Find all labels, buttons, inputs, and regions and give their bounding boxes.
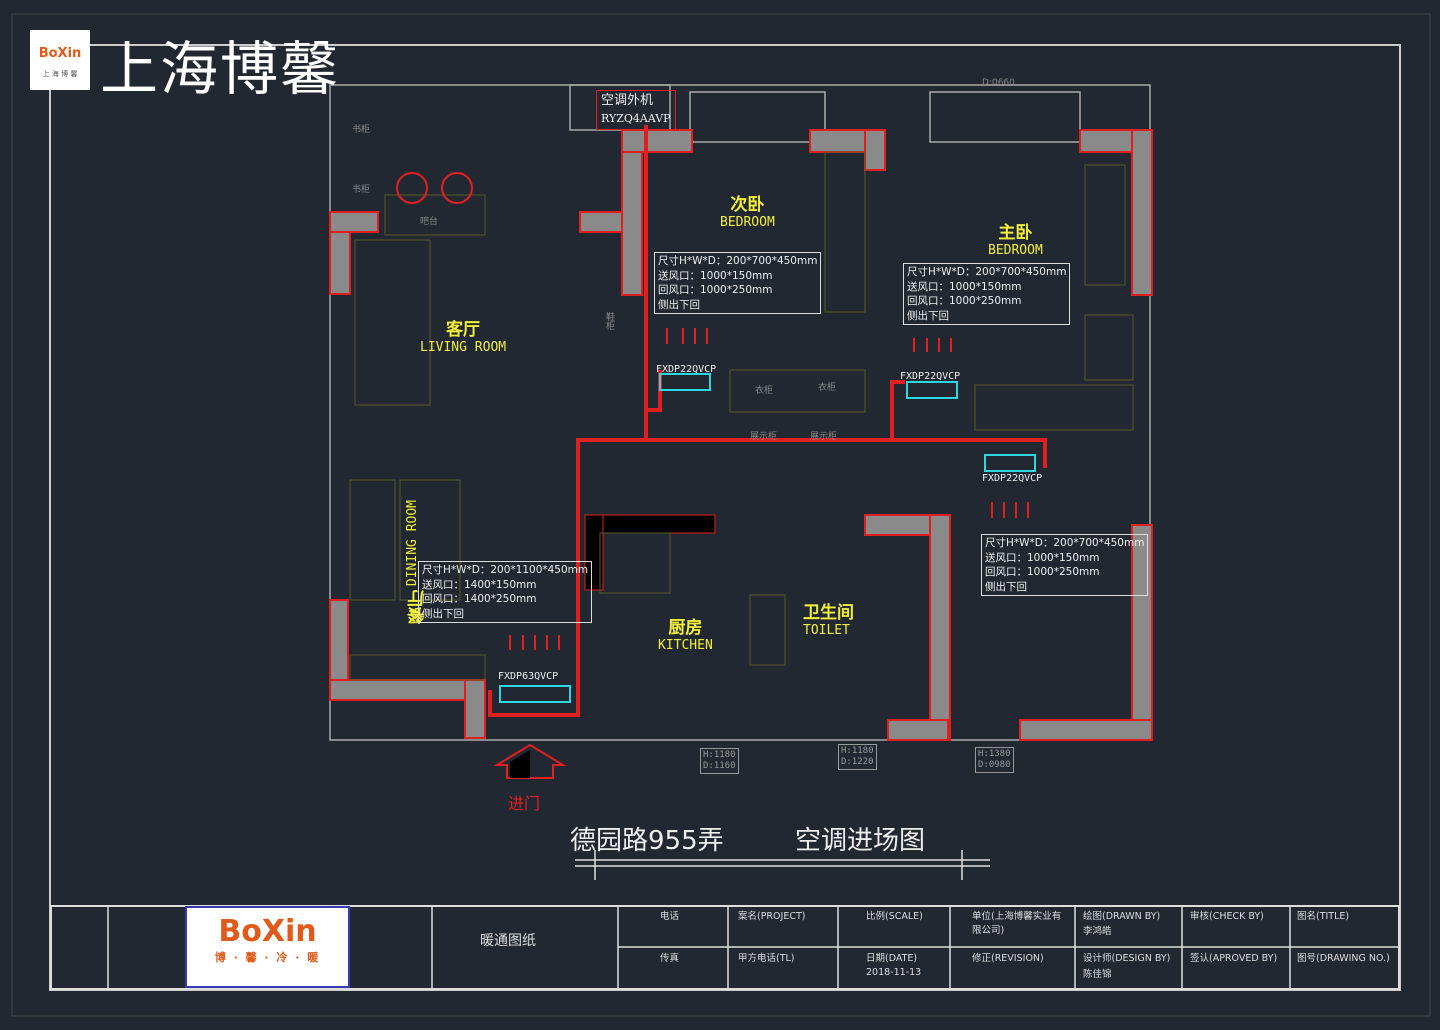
spec-supply: 送风口：1400*150mm: [422, 578, 537, 591]
outdoor-unit-title: 空调外机: [601, 93, 654, 108]
title-block-logo: BoXin 博 · 馨 · 冷 · 暖: [185, 906, 350, 988]
room-cn: 厨房: [668, 618, 703, 638]
furniture-label: 衣柜: [755, 386, 774, 396]
drawing-name: 空调进场图: [795, 826, 926, 856]
spec-box-master-bedroom: 尺寸H*W*D：200*700*450mm 送风口：1000*150mm 回风口：1…: [903, 263, 1071, 325]
drawing-type: 暖通图纸: [480, 933, 536, 949]
tb-scale: 比例(SCALE): [866, 911, 923, 922]
tag-d: D:1220: [841, 757, 874, 767]
room-en: BEDROOM: [988, 243, 1043, 258]
brand-name: 上海博馨: [100, 35, 341, 103]
spec-mode: 侧出下回: [658, 298, 700, 311]
spec-size: 尺寸H*W*D：200*700*450mm: [985, 537, 1145, 549]
spec-size: 尺寸H*W*D：200*700*450mm: [907, 266, 1067, 278]
tb-approved-by: 签认(APROVED BY): [1190, 953, 1278, 964]
spec-supply: 送风口：1000*150mm: [658, 269, 773, 282]
tb-phone: 电话: [660, 911, 680, 922]
spec-mode: 侧出下回: [985, 580, 1027, 593]
room-cn: 主卧: [998, 223, 1033, 243]
spec-box-second-bedroom: 尺寸H*W*D：200*700*450mm 送风口：1000*150mm 回风口：1…: [654, 252, 822, 314]
room-en: TOILET: [803, 623, 850, 638]
spec-supply: 送风口：1000*150mm: [985, 551, 1100, 564]
room-cn: 次卧: [730, 195, 765, 215]
spec-size: 尺寸H*W*D：200*1100*450mm: [422, 564, 589, 576]
spec-return: 回风口：1000*250mm: [658, 284, 773, 296]
spec-mode: 侧出下回: [422, 607, 464, 620]
logo-text: BoXin: [218, 914, 317, 949]
top-tag: D:0660: [982, 78, 1015, 88]
tag-h: H:1180: [841, 746, 874, 756]
furniture-label: 吧台: [420, 217, 439, 227]
tag-d: D:0980: [978, 760, 1011, 770]
room-en: BEDROOM: [720, 215, 775, 230]
spec-return: 回风口：1000*250mm: [907, 295, 1022, 307]
spec-box-study: 尺寸H*W*D：200*700*450mm 送风口：1000*150mm 回风口：1…: [981, 534, 1149, 596]
tag-h: H:1180: [703, 750, 736, 760]
logo-tagline: 博 · 馨 · 冷 · 暖: [214, 951, 321, 964]
tb-design-name: 陈佳锦: [1083, 969, 1112, 980]
furniture-label: 书柜: [352, 185, 371, 195]
room-cn: 卫生间: [803, 603, 854, 623]
tb-revision: 修正(REVISION): [972, 953, 1044, 964]
furniture-label: 衣柜: [818, 383, 837, 393]
tb-date: 2018-11-13: [866, 967, 922, 978]
entrance-label: 进门: [508, 794, 541, 813]
spec-size: 尺寸H*W*D：200*700*450mm: [658, 255, 818, 267]
tb-fax: 传真: [660, 953, 680, 964]
tb-check-by: 审核(CHECK BY): [1190, 911, 1264, 922]
room-en: KITCHEN: [658, 638, 713, 653]
indoor-unit-label: FXDP22QVCP: [900, 371, 961, 382]
tag-h: H:1380: [978, 749, 1011, 759]
spec-supply: 送风口：1000*150mm: [907, 280, 1022, 293]
tb-design-by: 设计师(DESIGN BY): [1083, 953, 1171, 964]
indoor-unit-label: FXDP63QVCP: [498, 671, 559, 682]
outdoor-unit-model: RYZQ4AAVP: [601, 112, 671, 125]
indoor-unit-label: FXDP22QVCP: [656, 364, 717, 375]
furniture-label: 鞋柜: [604, 312, 614, 330]
tb-company: 单位(上海博馨实业有限公司): [972, 911, 1062, 936]
tag-d: D:1160: [703, 761, 736, 771]
furniture-label: 展示柜: [810, 432, 838, 442]
indoor-unit-label: FXDP22QVCP: [982, 473, 1043, 484]
tb-drawn-name: 李鸿皓: [1083, 926, 1112, 937]
room-en: LIVING ROOM: [420, 340, 507, 355]
tb-project: 案名(PROJECT): [738, 911, 806, 922]
spec-return: 回风口：1400*250mm: [422, 593, 537, 605]
tb-date-label: 日期(DATE): [866, 953, 918, 964]
furniture-label: 书柜: [352, 125, 371, 135]
spec-mode: 侧出下回: [907, 309, 949, 322]
room-cn: 客厅: [446, 320, 481, 340]
drawing-address: 德园路955弄: [570, 826, 724, 856]
furniture-label: 展示柜: [750, 432, 778, 442]
logo-subtext: 上 海 博 馨: [42, 70, 78, 78]
tb-client-phone: 甲方电话(TL): [738, 953, 795, 964]
outdoor-unit-label: 空调外机 RYZQ4AAVP: [596, 90, 676, 130]
tb-drawn-by: 绘图(DRAWN BY): [1083, 911, 1161, 922]
tb-title: 图名(TITLE): [1297, 911, 1350, 922]
spec-box-dining: 尺寸H*W*D：200*1100*450mm 送风口：1400*150mm 回风口：…: [418, 561, 593, 623]
tb-drawing-no: 图号(DRAWING NO.): [1297, 953, 1390, 964]
spec-return: 回风口：1000*250mm: [985, 566, 1100, 578]
title-block: [50, 905, 1400, 990]
